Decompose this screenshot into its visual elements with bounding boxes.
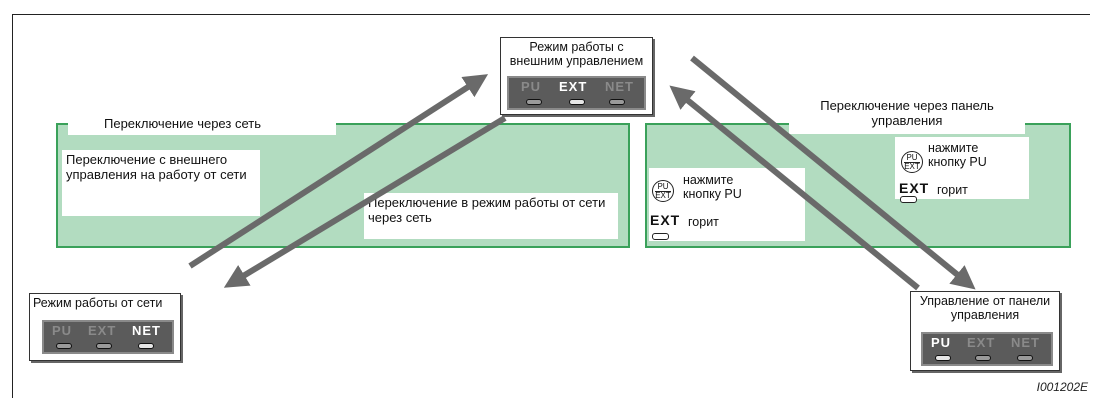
- network-mode-box: Режим работы от сети PU EXT NET: [29, 293, 181, 361]
- external-mode-box: Режим работы с внешним управлением PU EX…: [500, 37, 653, 115]
- network-mode-via-network-note: Переключение в режим работы от сети чере…: [364, 193, 618, 239]
- arrow-network-to-external: [188, 74, 489, 269]
- pu-led: [526, 99, 542, 105]
- panel-label-net: NET: [1011, 335, 1040, 350]
- figure-code: I001202E: [1036, 380, 1088, 394]
- ext-indicator-icon: [652, 233, 669, 240]
- press-pu-text-b: нажмите кнопку PU: [928, 141, 987, 169]
- pu-led: [935, 355, 951, 361]
- panel-label-ext: EXT: [559, 79, 588, 94]
- net-led: [1017, 355, 1033, 361]
- ext-lit-label-a: EXT: [650, 212, 681, 228]
- panel-mode-title: Управление от панели управления: [919, 294, 1051, 322]
- panel-mode-panel: PU EXT NET: [921, 332, 1053, 366]
- ext-indicator-icon: [900, 196, 917, 203]
- network-mode-title: Режим работы от сети: [33, 296, 163, 310]
- diagram-frame: [12, 14, 1090, 398]
- ext-led: [975, 355, 991, 361]
- panel-label-pu: PU: [931, 335, 952, 350]
- ext-lit-label-b: EXT: [899, 180, 930, 196]
- ext-led: [96, 343, 112, 349]
- panel-instruction-a: [649, 168, 805, 241]
- network-mode-panel: PU EXT NET: [42, 320, 174, 354]
- net-led: [138, 343, 154, 349]
- ext-led: [569, 99, 585, 105]
- external-mode-panel: PU EXT NET: [507, 76, 646, 110]
- panel-mode-box: Управление от панели управления PU EXT N…: [910, 291, 1060, 371]
- lit-text-b: горит: [937, 183, 968, 197]
- net-led: [609, 99, 625, 105]
- panel-label-pu: PU: [521, 79, 542, 94]
- external-mode-title: Режим работы с внешним управлением: [509, 40, 644, 68]
- panel-label-ext: EXT: [88, 323, 117, 338]
- press-pu-text-a: нажмите кнопку PU: [683, 173, 742, 201]
- panel-label-net: NET: [605, 79, 634, 94]
- external-to-network-note: Переключение с внешнего управления на ра…: [62, 150, 260, 216]
- lit-text-a: горит: [688, 215, 719, 229]
- panel-label-pu: PU: [52, 323, 73, 338]
- pu-led: [56, 343, 72, 349]
- network-switch-header: Переключение через сеть: [68, 113, 336, 135]
- panel-label-net: NET: [132, 323, 161, 338]
- panel-switch-header: Переключение через панель управления: [789, 96, 1025, 134]
- arrow-external-to-panel: [690, 55, 976, 290]
- panel-label-ext: EXT: [967, 335, 996, 350]
- arrow-external-to-network: [223, 115, 507, 288]
- arrow-panel-to-external: [669, 85, 920, 291]
